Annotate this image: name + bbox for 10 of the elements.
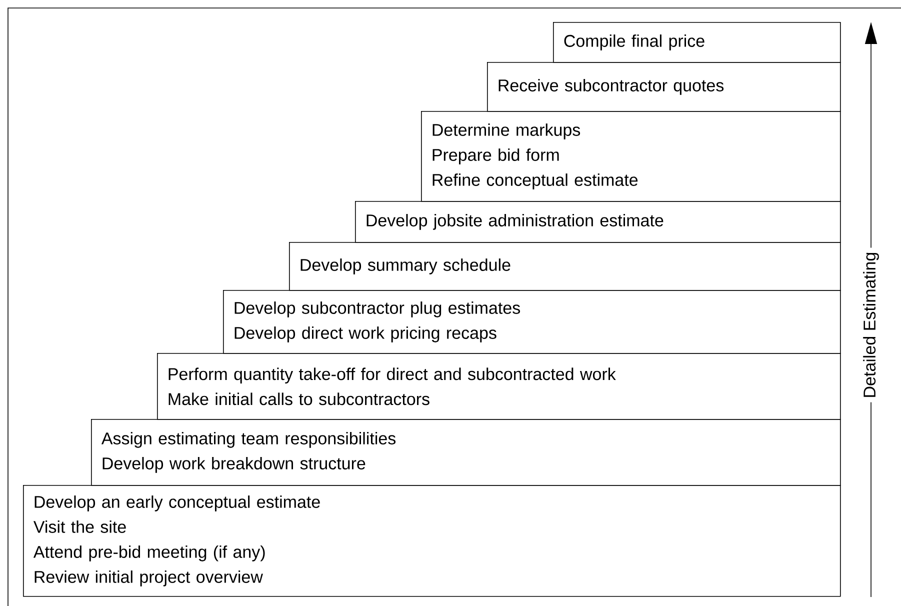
step-box: Develop summary schedule	[289, 242, 841, 291]
step-box: Develop subcontractor plug estimates Develop direct work pricing recaps	[223, 290, 841, 354]
step-box: Develop jobsite administration estimate	[355, 201, 841, 243]
step-box: Perform quantity take-off for direct and subcontracted work Make initial calls to subcontractors	[157, 353, 841, 420]
step-box: Assign estimating team responsibilities Develop work breakdown structure	[91, 419, 841, 486]
axis-label: Detailed Estimating	[859, 248, 883, 402]
step-box: Develop an early conceptual estimate Visit the site Attend pre-bid meeting (if any) Review initial project overview	[23, 485, 841, 597]
step-box: Compile final price	[553, 22, 841, 63]
step-box: Determine markups Prepare bid form Refine conceptual estimate	[421, 111, 841, 202]
step-box: Receive subcontractor quotes	[487, 62, 841, 112]
